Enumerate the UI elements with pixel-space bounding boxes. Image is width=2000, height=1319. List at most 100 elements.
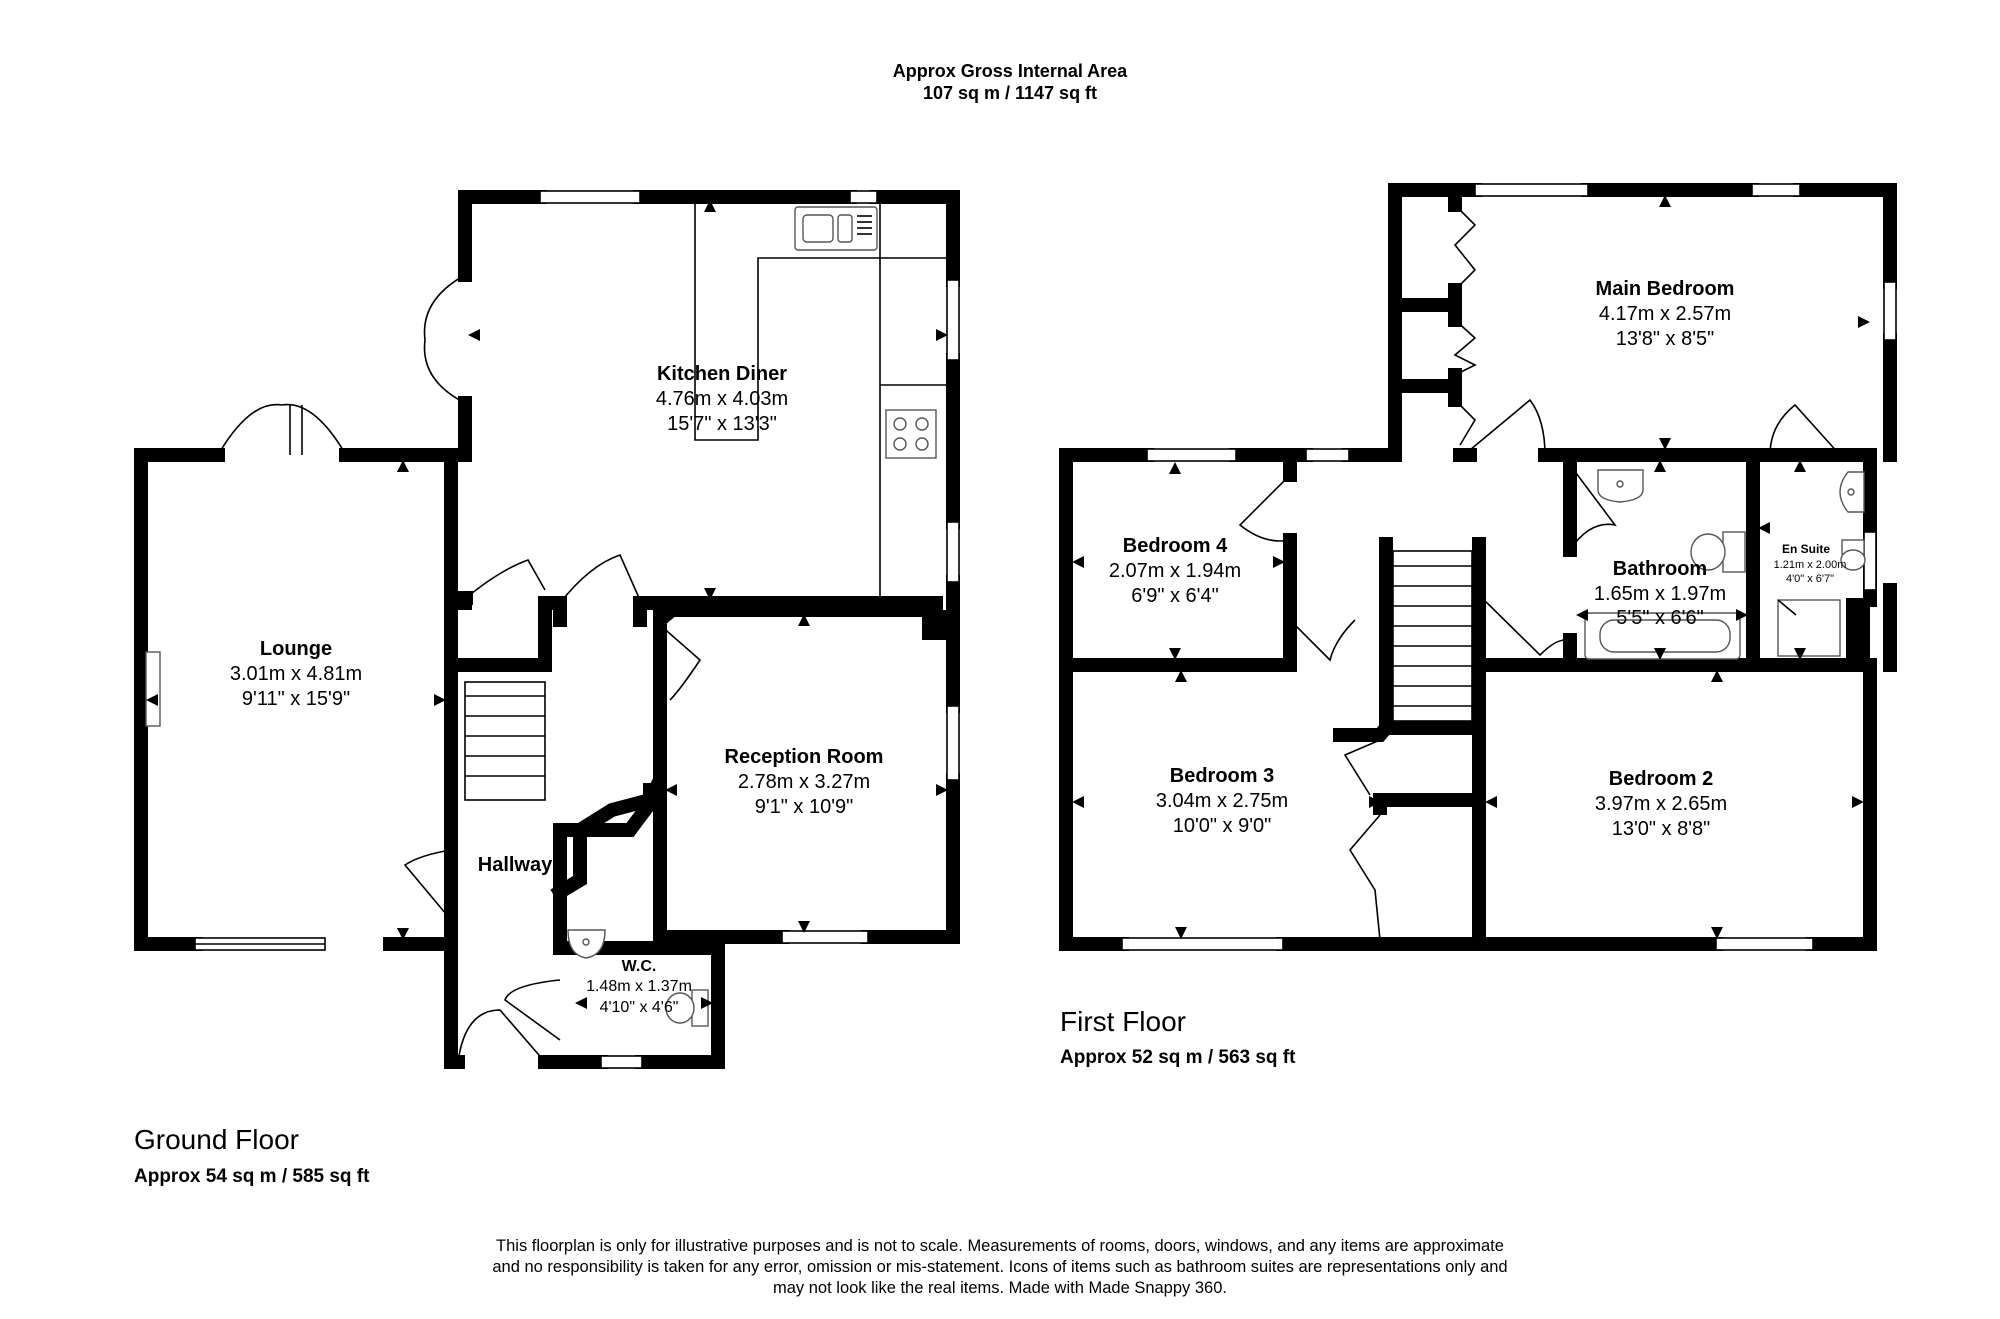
- lounge-name: Lounge: [260, 638, 332, 660]
- landing-walls: [1453, 448, 1877, 672]
- bathroom-metric: 1.65m x 1.97m: [1594, 583, 1726, 605]
- hallway-name: Hallway: [478, 854, 553, 876]
- main-bedroom-metric: 4.17m x 2.57m: [1599, 303, 1731, 325]
- bedroom4-window: [1146, 448, 1237, 462]
- bath-icon: [1584, 612, 1741, 660]
- fireplace-icon: [145, 651, 161, 727]
- bathroom-imperial: 5'5" x 6'6": [1616, 607, 1703, 629]
- bedroom2-name: Bedroom 2: [1609, 768, 1713, 790]
- bedroom3-wardrobe-doors: [1343, 739, 1381, 941]
- shower-icon: [1777, 599, 1841, 657]
- gross-internal-area: Approx Gross Internal Area 107 sq m / 11…: [800, 60, 1220, 104]
- ensuite-door: [1769, 403, 1841, 456]
- disclaimer-line-3: may not look like the real items. Made w…: [773, 1279, 1227, 1297]
- lounge-imperial: 9'11" x 15'9": [242, 688, 350, 710]
- kitchen-walls: [458, 190, 960, 647]
- ground-stairs: [464, 681, 546, 801]
- disclaimer-line-2: and no responsibility is taken for any e…: [492, 1258, 1508, 1276]
- wc-basin-icon: [567, 929, 606, 959]
- kitchen-window-side-2: [946, 521, 960, 583]
- first-floor-plan: [1059, 183, 1897, 951]
- reception-name: Reception Room: [725, 746, 884, 768]
- bedroom2-imperial: 13'0" x 8'8": [1612, 818, 1711, 840]
- kitchen-side-door: [423, 274, 466, 404]
- first-floor-outer-walls: [1059, 183, 1897, 951]
- reception-window-bottom: [781, 930, 869, 944]
- main-bedroom-name: Main Bedroom: [1596, 278, 1735, 300]
- bedroom3-metric: 3.04m x 2.75m: [1156, 790, 1288, 812]
- kitchen-imperial: 15'7" x 13'3": [667, 413, 777, 435]
- kitchen-metric: 4.76m x 4.03m: [656, 388, 788, 410]
- first-floor-stairs: [1379, 537, 1486, 735]
- first-floor-area: Approx 52 sq m / 563 sq ft: [1060, 1047, 1296, 1068]
- bedroom2-landing-door: [1478, 594, 1566, 657]
- first-floor-labels: Main Bedroom 4.17m x 2.57m 13'8" x 8'5" …: [1109, 278, 1847, 840]
- wc-window: [600, 1055, 643, 1069]
- bedroom4-walls: [1059, 448, 1297, 672]
- bedroom2-window: [1715, 937, 1814, 951]
- reception-walls: [653, 603, 960, 944]
- ground-floor-plan: [134, 190, 960, 1069]
- main-bedroom-window-1: [1474, 183, 1589, 197]
- main-bedroom-wardrobes: [1388, 183, 1477, 446]
- first-floor-dimension-arrows: [1072, 195, 1870, 939]
- wc-imperial: 4'10" x 4'6": [600, 999, 679, 1016]
- ensuite-metric: 1.21m x 2.00m: [1774, 559, 1847, 571]
- main-bedroom-imperial: 13'8" x 8'5": [1616, 328, 1715, 350]
- bathroom-door: [1569, 464, 1617, 551]
- ensuite-toilet-icon: [1840, 539, 1866, 571]
- bedroom4-metric: 2.07m x 1.94m: [1109, 560, 1241, 582]
- reception-door: [659, 624, 702, 701]
- bedroom3-window: [1121, 937, 1284, 951]
- ground-floor-labels: Kitchen Diner 4.76m x 4.03m 15'7" x 13'3…: [230, 363, 884, 1016]
- bedroom3-name: Bedroom 3: [1170, 765, 1274, 787]
- kitchen-worktops: [694, 197, 953, 603]
- wc-walls: [504, 908, 725, 1069]
- ensuite-window: [1863, 531, 1877, 591]
- front-door: [457, 1009, 546, 1063]
- main-bedroom-door: [1469, 398, 1546, 456]
- bedroom4-imperial: 6'9" x 6'4": [1131, 585, 1218, 607]
- main-bedroom-window-2: [1751, 183, 1801, 197]
- wc-metric: 1.48m x 1.37m: [586, 978, 692, 995]
- gross-area-title: Approx Gross Internal Area: [892, 61, 1128, 81]
- disclaimer-line-1: This floorplan is only for illustrative …: [496, 1237, 1504, 1255]
- reception-window-side: [946, 705, 960, 781]
- kitchen-window-left: [539, 190, 641, 204]
- bedroom3-landing-door: [1289, 619, 1356, 662]
- hallway-cupboard-door: [465, 559, 546, 599]
- kitchen-name: Kitchen Diner: [657, 363, 787, 385]
- disclaimer: This floorplan is only for illustrative …: [400, 1236, 1600, 1299]
- bedroom3-imperial: 10'0" x 9'0": [1173, 815, 1272, 837]
- reception-imperial: 9'1" x 10'9": [755, 796, 854, 818]
- landing-window: [1305, 448, 1350, 462]
- under-stairs-cupboard: [563, 800, 655, 870]
- bathroom-toilet-icon: [1690, 531, 1746, 573]
- bedroom4-door: [1238, 474, 1291, 542]
- bedroom2-metric: 3.97m x 2.65m: [1595, 793, 1727, 815]
- main-bedroom-side-window: [1883, 281, 1897, 341]
- reception-metric: 2.78m x 3.27m: [738, 771, 870, 793]
- kitchen-hob-icon: [885, 409, 937, 459]
- ground-floor-label: Ground Floor: [134, 1124, 299, 1155]
- lounge-hall-door: [403, 849, 452, 921]
- bathroom-name: Bathroom: [1613, 558, 1707, 580]
- ensuite-basin-icon: [1839, 471, 1865, 513]
- bedroom4-name: Bedroom 4: [1123, 535, 1228, 557]
- kitchen-sink-icon: [794, 206, 878, 251]
- gross-area-value: 107 sq m / 1147 sq ft: [922, 83, 1098, 103]
- bathroom-basin-icon: [1597, 469, 1644, 503]
- ensuite-name: En Suite: [1782, 542, 1830, 556]
- ground-floor-dimension-arrows: [146, 200, 948, 1009]
- ensuite-imperial: 4'0" x 6'7": [1786, 573, 1834, 585]
- first-floor-label: First Floor: [1060, 1006, 1186, 1037]
- kitchen-window-right: [849, 190, 878, 204]
- kitchen-window-side-1: [946, 279, 960, 361]
- kitchen-hall-door: [559, 554, 641, 604]
- bedroom-walls-lower: [1333, 658, 1577, 951]
- lounge-metric: 3.01m x 4.81m: [230, 663, 362, 685]
- lounge-walls: [134, 448, 458, 951]
- wc-door: [504, 979, 561, 1041]
- ground-floor-area: Approx 54 sq m / 585 sq ft: [134, 1166, 370, 1187]
